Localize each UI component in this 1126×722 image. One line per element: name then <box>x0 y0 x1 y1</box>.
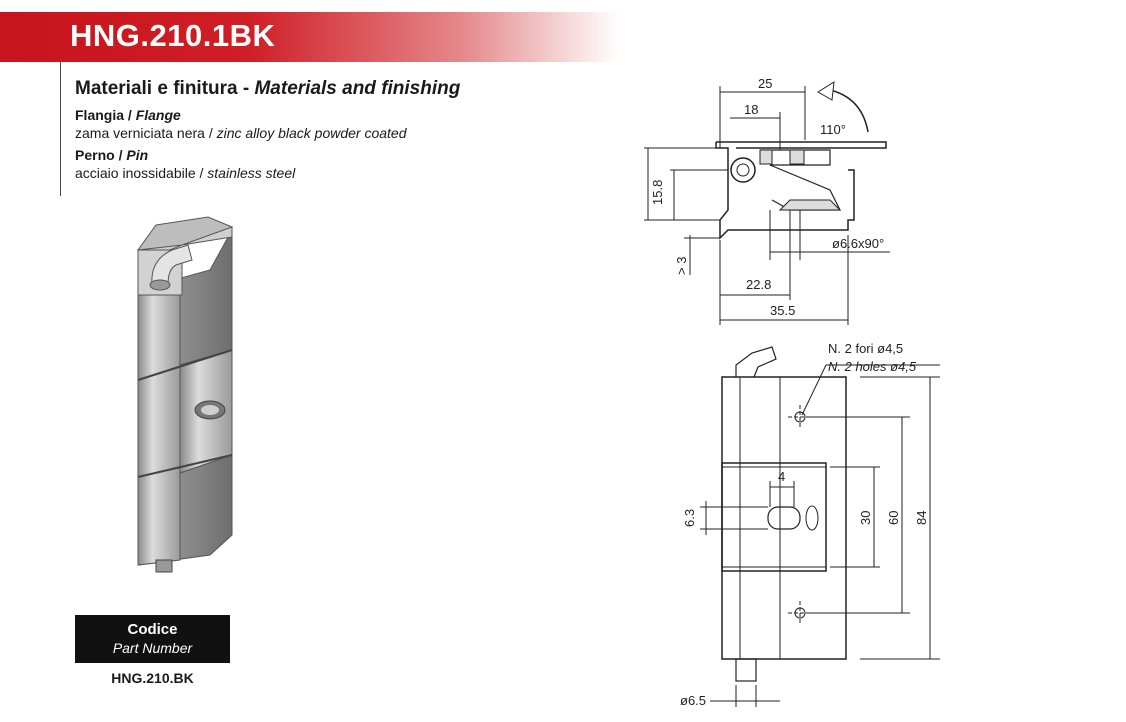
hinge-product-image <box>136 216 234 573</box>
pin-value: acciaio inossidabile / stainless steel <box>75 165 296 181</box>
dim-25: 25 <box>758 76 772 91</box>
title-bar: HNG.210.1BK <box>0 12 620 62</box>
dim-84: 84 <box>914 511 929 525</box>
dim-60: 60 <box>886 511 901 525</box>
front-technical-drawing: N. 2 fori ø4,5 N. 2 holes ø4,5 4 6.3 30 … <box>680 341 940 708</box>
dim-18: 18 <box>744 102 758 117</box>
holes-label-it: N. 2 fori ø4,5 <box>828 341 903 356</box>
part-number-header: Codice Part Number <box>75 615 230 663</box>
part-number-value: HNG.210.BK <box>111 670 194 686</box>
dim-15-8: 15.8 <box>650 180 665 205</box>
dim-22-8: 22.8 <box>746 277 771 292</box>
dim-6-3: 6.3 <box>682 509 697 527</box>
materials-section: Materiali e finitura - Materials and fin… <box>75 78 460 186</box>
flange-value: zama verniciata nera / zinc alloy black … <box>75 125 407 141</box>
dim-min-3: > 3 <box>674 257 689 275</box>
angle-110: 110° <box>820 122 846 137</box>
part-number-label: Part Number <box>112 640 193 656</box>
dim-4: 4 <box>778 469 785 484</box>
section-divider <box>60 62 61 196</box>
top-technical-drawing: 25 18 110° 22 15.8 > 3 ø6.6x90° 22.8 35.… <box>644 76 890 325</box>
dim-pin-diameter: ø6.5 <box>680 693 706 708</box>
product-title: HNG.210.1BK <box>70 18 276 53</box>
flange-label: Flangia / Flange <box>75 107 181 123</box>
code-label: Codice <box>127 621 178 638</box>
dim-30: 30 <box>858 511 873 525</box>
holes-label-en: N. 2 holes ø4,5 <box>828 359 917 374</box>
dim-35-5: 35.5 <box>770 303 795 318</box>
pin-label: Perno / Pin <box>75 147 149 163</box>
materials-title: Materiali e finitura - Materials and fin… <box>75 78 461 99</box>
dim-countersink: ø6.6x90° <box>832 236 884 251</box>
